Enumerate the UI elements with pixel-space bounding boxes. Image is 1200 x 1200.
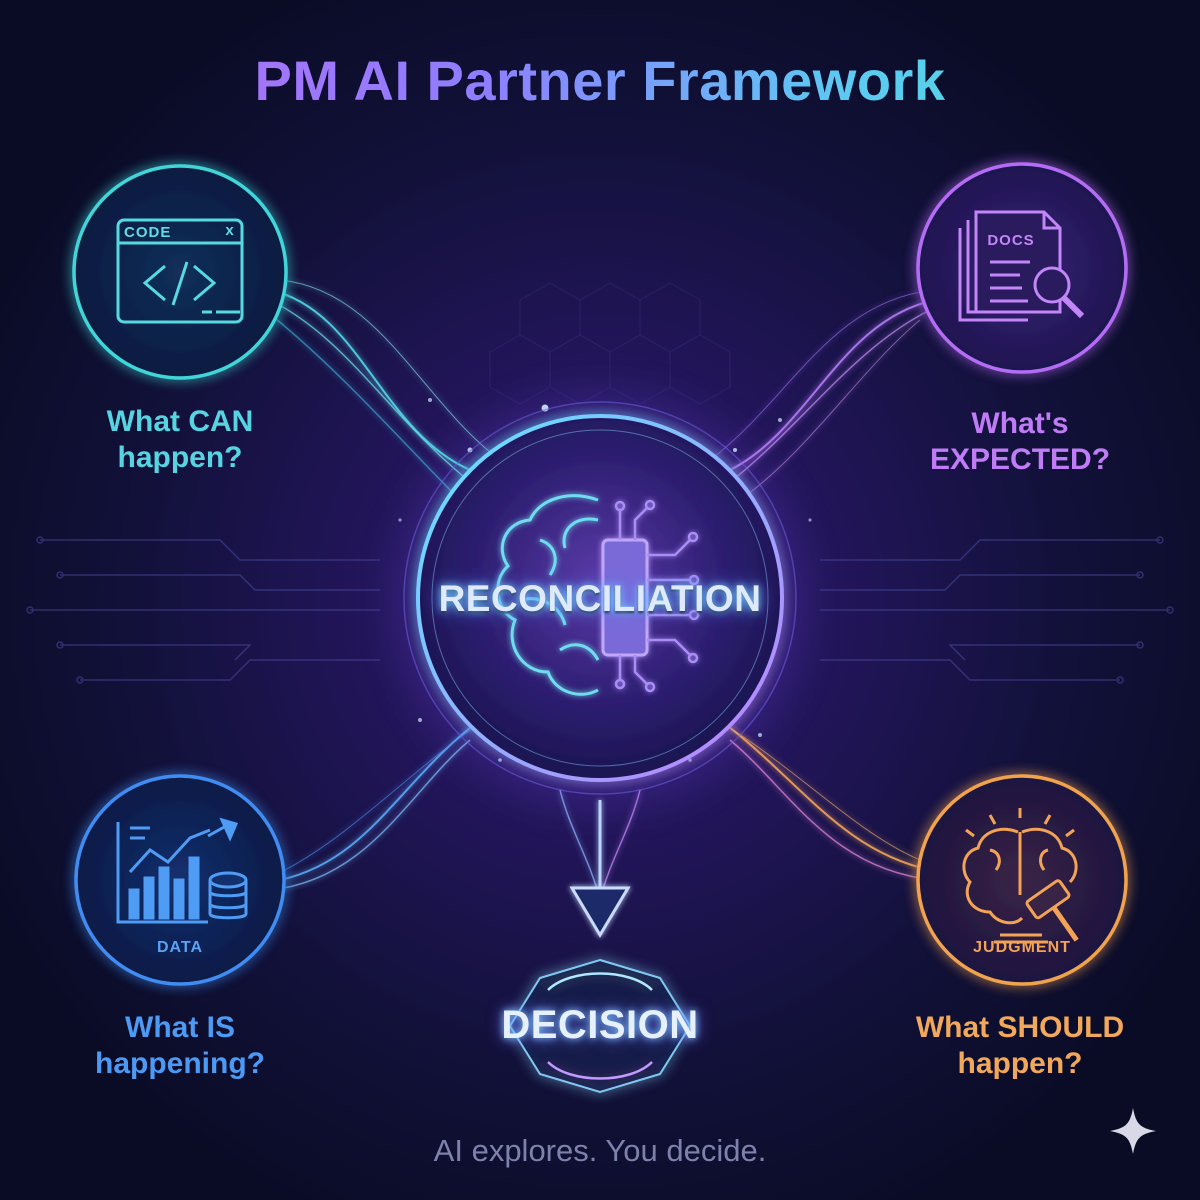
docs-question: What's EXPECTED?	[890, 406, 1150, 478]
reconciliation-label: RECONCILIATION	[438, 578, 762, 619]
docs-question-line2: EXPECTED?	[929, 443, 1111, 476]
code-question-line1: What CAN	[106, 405, 254, 438]
code-question-line2: happen?	[117, 441, 243, 474]
data-question: What IS happening?	[50, 1010, 310, 1082]
data-node	[74, 774, 286, 986]
page-title: PM AI Partner Framework	[0, 48, 1200, 113]
decision-ring	[508, 958, 692, 1094]
docs-question-line1: What's	[971, 407, 1069, 440]
docs-node	[916, 162, 1128, 374]
brain-chip-icon	[496, 494, 700, 696]
data-question-line1: What IS	[125, 1011, 235, 1044]
reconciliation-node	[403, 401, 797, 795]
data-question-line2: happening?	[95, 1047, 265, 1080]
code-node	[72, 164, 288, 380]
judgment-question-line1: What SHOULD	[915, 1011, 1125, 1044]
judgment-brain-gavel-icon	[962, 808, 1079, 944]
hex-pattern	[489, 282, 731, 405]
code-window-icon	[116, 218, 244, 324]
decision-label: DECISION	[501, 1003, 699, 1047]
docs-search-icon	[958, 210, 1085, 322]
code-icon-label: CODE	[124, 224, 172, 241]
tagline: AI explores. You decide.	[433, 1133, 767, 1168]
judgment-node	[916, 774, 1128, 986]
judgment-icon-label: JUDGMENT	[973, 939, 1071, 956]
judgment-question: What SHOULD happen?	[880, 1010, 1160, 1082]
down-arrow-icon	[569, 800, 631, 938]
code-question: What CAN happen?	[60, 404, 300, 476]
judgment-question-line2: happen?	[957, 1047, 1083, 1080]
data-icon-label: DATA	[156, 939, 204, 956]
data-chart-icon	[116, 817, 248, 924]
code-close-glyph: x	[225, 222, 235, 239]
sparkle-icon	[1110, 1108, 1156, 1154]
circuit-traces	[26, 536, 1174, 684]
docs-icon-label: DOCS	[987, 232, 1035, 249]
